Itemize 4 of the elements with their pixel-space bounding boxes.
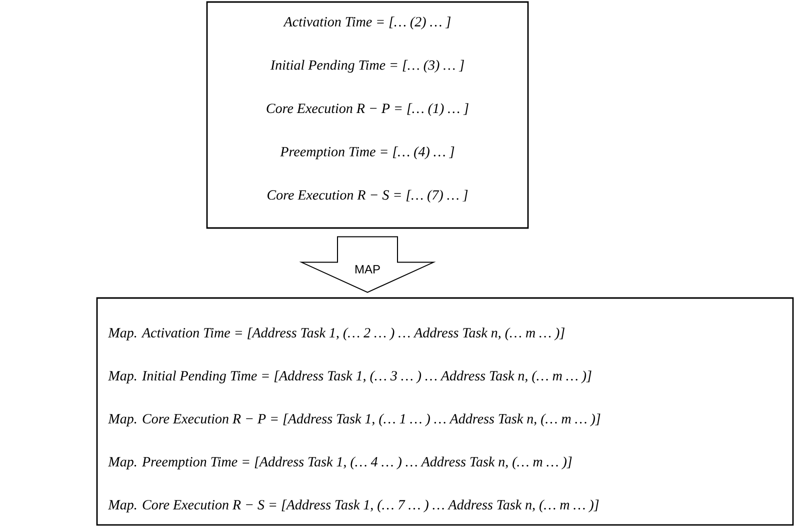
- text-box: Map. Activation Time = [Address Task 1, (… 2 … ) … Address Task n, (… m … )] Map. Initial Pending Time = [Address Task 1, (… 3 … ) … Address Task n, (… m … )] Map. Core Execution R − P = [Address Task 1, (… 1 … ) … Address Task n, (… m … )] Map. Preemption Time = [Address Task 1, (… 4 … ) … Address Task n, (… m … )] Map. Core Execution R − S = [Address Task 1, (… 7 … ) … Address Task n, (… m … )]: [96, 297, 794, 526]
- edge-label: MAP: [356, 265, 380, 274]
- text-box: Activation Time = [… (2) … ] Initial Pending Time = [… (3) … ] Core Execution R − P = [… (1) … ] Preemption Time = [… (4) … ] Core Execution R − S = [… (7) … ]: [206, 1, 529, 229]
- block-arrow: [299, 236, 436, 293]
